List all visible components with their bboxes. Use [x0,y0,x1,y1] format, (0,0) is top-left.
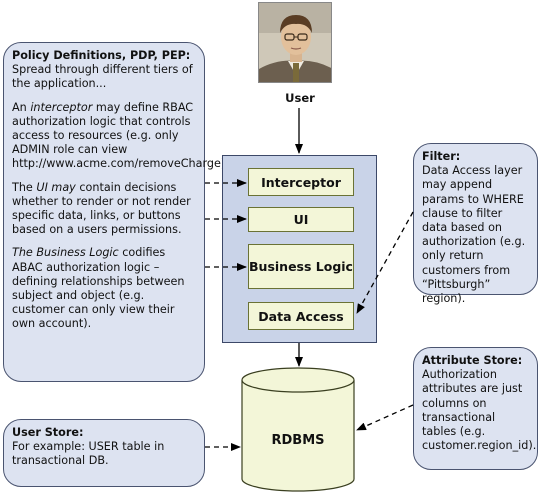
user-avatar-icon [259,3,331,82]
rdbms-database-icon [241,367,355,492]
attribute-store-title: Attribute Store: [422,354,523,367]
filter-arrow [356,211,414,314]
filter-callout-title: Filter: [422,150,461,163]
data-access-layer: Data Access [248,302,354,330]
user-store-callout: User Store: For example: USER table in t… [3,419,205,487]
user-store-title: User Store: [12,426,84,439]
rdbms-label: RDBMS [271,433,324,448]
user-label: User [285,91,315,105]
business-logic-layer: Business Logic [248,244,354,289]
ui-layer: UI [248,207,354,232]
policy-callout-business-logic: The Business Logic codifies ABAC authori… [12,246,185,331]
attribute-store-callout: Attribute Store: Authorization attribute… [413,347,538,470]
policy-callout-intro: Spread through different tiers of the ap… [12,63,193,91]
attribute-store-body: Authorization attributes are just column… [422,368,537,453]
user-photo [258,2,332,83]
policy-callout-interceptor: An interceptor may define RBAC authoriza… [12,100,229,171]
filter-callout-body: Data Access layer may append params to W… [422,164,526,306]
user-store-body: For example: USER table in transactional… [12,440,165,468]
filter-callout: Filter: Data Access layer may append par… [413,143,538,305]
interceptor-layer: Interceptor [248,168,354,196]
policy-callout-ui: The UI may contain decisions whether to … [12,180,191,237]
policy-definitions-callout: Policy Definitions, PDP, PEP: Spread thr… [3,42,229,382]
attribute-store-arrow [356,404,414,431]
policy-callout-title: Policy Definitions, PDP, PEP: [12,49,191,62]
